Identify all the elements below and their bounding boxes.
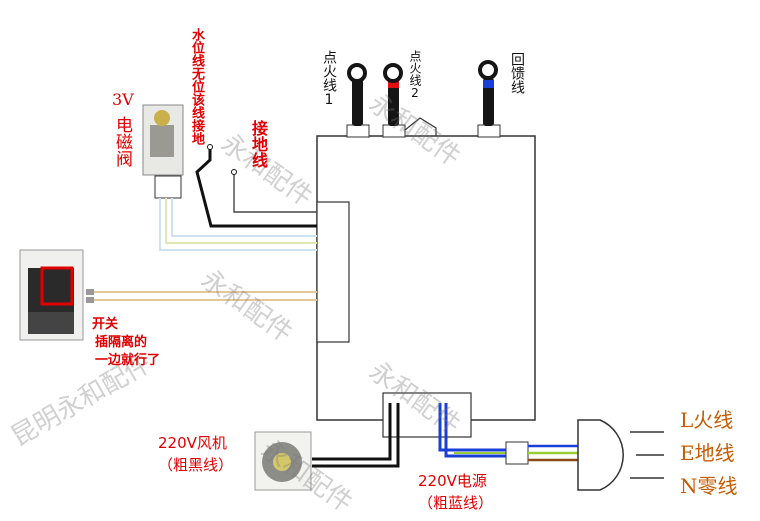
water-level-terminal (207, 144, 213, 150)
valve-wire-1 (159, 198, 317, 251)
controller-terminal-block (316, 201, 350, 343)
switch-highlight (40, 266, 74, 306)
water-level-wire (195, 148, 317, 228)
label-feedback: 回馈线 (509, 52, 525, 94)
label-power-2: （粗蓝线） (418, 494, 494, 512)
feedback-ring (478, 60, 498, 80)
fire1-ring (347, 63, 367, 83)
fire2-ring (383, 63, 403, 83)
post-feedback (477, 124, 501, 138)
label-valve-voltage: 3V (112, 90, 134, 109)
fan-wire-2 (312, 403, 400, 468)
power-terminal-block (505, 441, 529, 465)
switch-base (28, 312, 74, 334)
fire2-red-mark (388, 80, 399, 88)
valve-connector (154, 175, 182, 199)
label-plug-n: N零线 (680, 474, 738, 498)
plug-body (577, 419, 624, 491)
post-fire1 (346, 124, 370, 138)
valve-coil (154, 110, 170, 126)
power-wire-1 (438, 403, 506, 452)
valve-wire-2 (165, 198, 317, 244)
feedback-blue-mark (483, 80, 494, 88)
ground-wire-terminal (231, 169, 237, 175)
post-bracket (404, 117, 437, 136)
feedback-lead (483, 78, 494, 126)
label-water-level: 水位线无位该线接地 (189, 28, 204, 145)
label-fire2: 点火线2 (408, 50, 422, 100)
valve-wire-3 (171, 198, 317, 237)
label-switch-note-2: 一边就行了 (95, 353, 161, 368)
label-fan-2: （粗黑线） (158, 456, 234, 474)
label-plug-e: E地线 (680, 441, 735, 465)
label-plug-l: L火线 (680, 408, 734, 432)
valve-body (150, 125, 174, 157)
label-fire1: 点火线1 (321, 50, 337, 108)
fan-wire-1 (312, 403, 392, 461)
ground-wire-line (233, 172, 317, 213)
fire1-lead (352, 78, 363, 126)
label-power-1: 220V电源 (418, 472, 487, 490)
fan-hub (273, 453, 291, 471)
controller-box (316, 135, 536, 421)
label-switch-note-1: 插隔离的 (95, 335, 148, 350)
switch-plug-1 (86, 289, 94, 295)
label-ground-wire: 接地线 (249, 120, 268, 168)
switch-plug-2 (86, 297, 94, 303)
label-switch: 开关 (92, 317, 119, 332)
label-valve-name: 电磁阀 (112, 116, 132, 167)
label-fan-1: 220V风机 (158, 434, 227, 452)
power-wire-2 (444, 403, 506, 458)
fire2-lead (388, 78, 399, 126)
